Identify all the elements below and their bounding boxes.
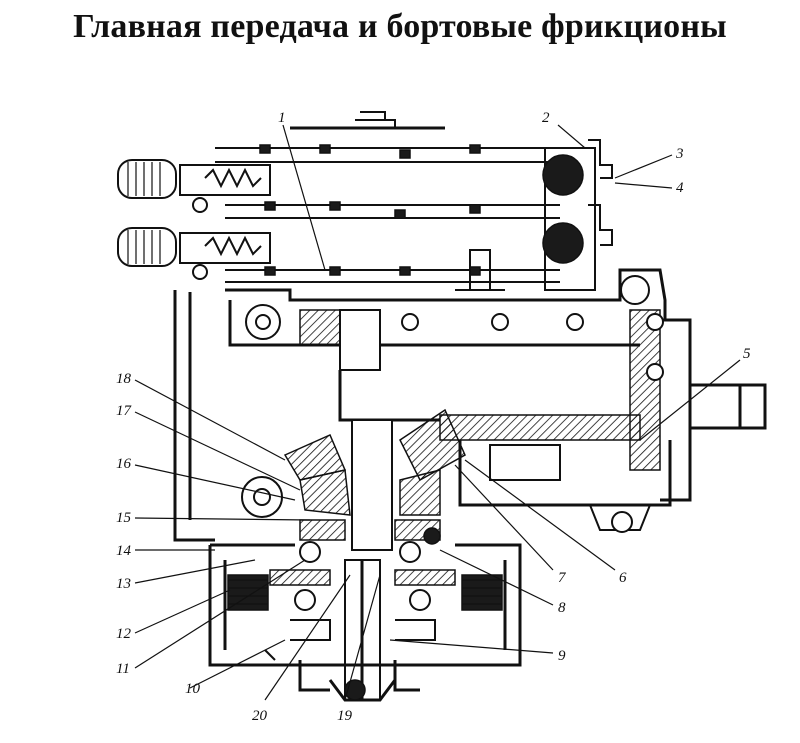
right-bracket [542,139,613,291]
top-rails [215,111,560,283]
vertical-shaft [338,309,440,701]
callout-17: 17 [116,403,133,419]
main-housing [173,249,692,542]
control-springs [117,159,271,280]
callout-7: 7 [558,570,567,586]
callout-16: 16 [116,456,132,472]
callout-8: 8 [558,600,566,616]
callout-19: 19 [337,708,353,724]
callout-9: 9 [558,648,566,664]
callout-labels: 1 2 3 4 5 6 7 8 9 10 11 12 13 14 15 16 1… [116,110,751,724]
friction-pack [208,541,522,702]
callout-18: 18 [116,371,132,387]
callout-4: 4 [676,180,684,196]
output-shaft [439,383,767,533]
callout-12: 12 [116,626,132,642]
callout-6: 6 [619,570,627,586]
callout-20: 20 [252,708,268,724]
callout-13: 13 [116,576,131,592]
callout-10: 10 [185,681,201,697]
callout-14: 14 [116,543,132,559]
bevel-gears [241,408,466,545]
callout-5: 5 [743,346,751,362]
leader-lines [134,124,741,701]
callout-3: 3 [675,146,684,162]
callout-11: 11 [116,661,130,677]
callout-1: 1 [278,110,286,126]
diagram-title: Главная передача и бортовые фрикционы [73,8,727,45]
callout-2: 2 [542,110,550,126]
callout-15: 15 [116,510,132,526]
